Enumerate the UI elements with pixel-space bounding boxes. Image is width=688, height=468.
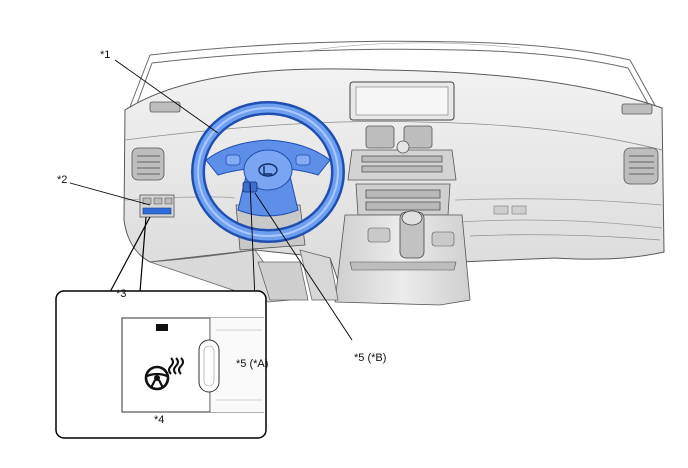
left-switch-panel xyxy=(139,194,175,218)
steering-wheel xyxy=(191,101,345,243)
callout-5a: *5 (*A) xyxy=(236,358,269,370)
callout-4: *4 xyxy=(154,414,165,426)
detail-inset xyxy=(55,290,267,439)
steering-wheel-icon xyxy=(144,365,170,391)
center-stack xyxy=(347,140,457,216)
air-vents xyxy=(131,101,659,185)
lexus-logo-icon xyxy=(258,163,278,177)
passenger-panel xyxy=(469,205,661,241)
callout-2: *2 xyxy=(57,174,68,186)
center-console xyxy=(334,210,471,306)
windshield-edge xyxy=(299,42,521,53)
center-display xyxy=(349,81,455,121)
callout-5b: *5 (*B) xyxy=(354,352,387,364)
windshield-frame xyxy=(127,40,663,119)
callout-3: *3 xyxy=(116,288,127,300)
zoom-connector xyxy=(109,216,151,293)
indicator-light xyxy=(156,324,168,331)
callout-1: *1 xyxy=(100,49,111,61)
heater-waves-icon xyxy=(168,357,184,375)
lower-panel xyxy=(149,249,339,303)
switch-side-grip xyxy=(198,339,220,393)
steering-heater-switch-location xyxy=(142,207,172,215)
steering-heater-switch xyxy=(121,317,211,413)
